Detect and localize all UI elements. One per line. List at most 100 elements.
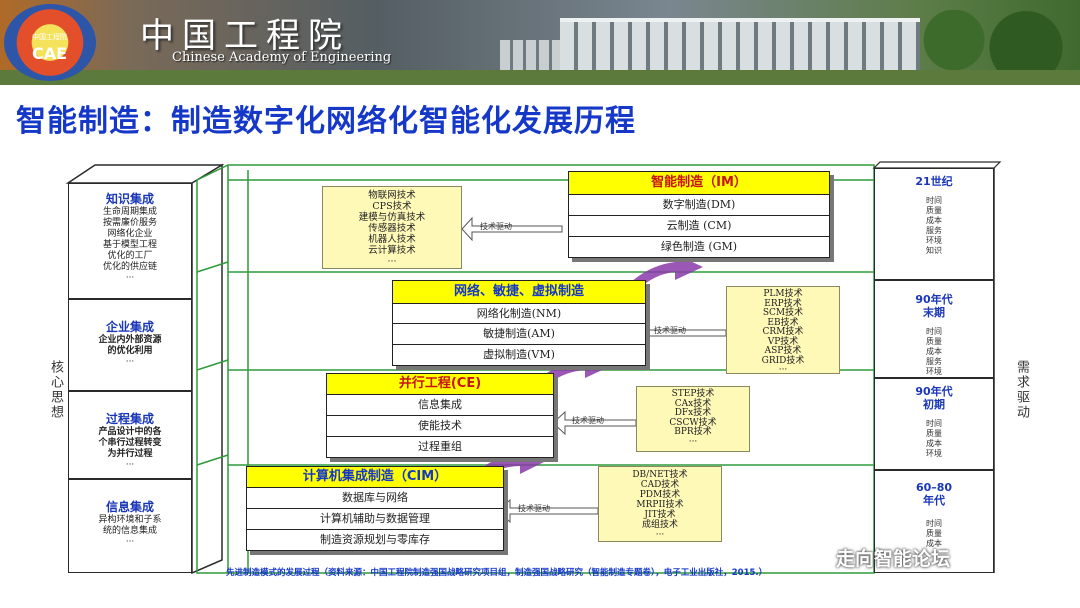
tech-line: GRID技术 <box>761 355 805 366</box>
era-row: 网络化制造(NM) <box>392 304 646 324</box>
tech-line: ··· <box>655 530 665 540</box>
tech-line: JIT技术 <box>644 510 676 520</box>
header-title-en: Chinese Academy of Engineering <box>172 50 392 65</box>
left-block-knowledge: 知识集成 生命周期集成 按需廉价服务 网络化企业 基于模型工程 优化的工厂 优化… <box>68 183 192 299</box>
tech-line: ··· <box>387 256 397 267</box>
right-block-title: 90年代 末期 <box>915 293 953 319</box>
left-block-process: 过程集成 产品设计中的各 个串行过程转变 为并行过程 ··· <box>68 391 192 479</box>
right-block-line: 成本 <box>926 439 942 448</box>
era-cim: 计算机集成制造（CIM） 数据库与网络 计算机辅助与数据管理 制造资源规划与零库… <box>246 466 504 551</box>
era-row: 虚拟制造(VM) <box>392 345 646 366</box>
right-block-line: 质量 <box>926 337 942 346</box>
tech-line: 传感器技术 <box>368 223 416 234</box>
tech-line: CSCW技术 <box>669 417 717 428</box>
left-block-line: 的优化利用 <box>107 346 153 356</box>
right-block-line: 成本 <box>926 539 942 548</box>
tech-line: VP技术 <box>767 336 799 347</box>
tech-box-nav: PLM技术 ERP技术 SCM技术 EB技术 CRM技术 VP技术 ASP技术 … <box>726 286 840 375</box>
tech-line: ··· <box>688 436 698 447</box>
right-block-21c: 21世纪 时间 质量 成本 服务 环境 知识 <box>874 168 994 280</box>
tech-box-im: 物联网技术 CPS技术 建模与仿真技术 传感器技术 机器人技术 云计算技术 ··… <box>322 186 462 269</box>
building-image <box>560 18 920 74</box>
tech-line: 云计算技术 <box>368 245 416 256</box>
tech-line: CPS技术 <box>372 201 412 212</box>
demand-driven-label: 需求驱动 <box>1014 360 1029 420</box>
left-block-line: 企业内外部资源 <box>98 335 162 345</box>
tech-line: ERP技术 <box>764 298 802 309</box>
era-row: 计算机辅助与数据管理 <box>246 509 504 530</box>
right-block-line: 服务 <box>926 226 942 235</box>
era-title: 并行工程(CE) <box>326 373 554 395</box>
left-block-line: ··· <box>125 537 135 547</box>
era-row: 绿色制造 (GM) <box>568 237 830 258</box>
left-block-title: 企业集成 <box>105 320 154 334</box>
right-block-60s80s: 60–80 年代 时间 质量 成本 <box>874 470 994 573</box>
watermark-text: 走向智能论坛 <box>836 548 951 570</box>
left-block-line: 优化的供应链 <box>102 262 157 272</box>
right-block-late90s: 90年代 末期 时间 质量 成本 服务 环境 <box>874 280 994 378</box>
header-banner: 中国工程院 CAE 中国工程院 Chinese Academy of Engin… <box>0 0 1080 85</box>
era-row: 过程重组 <box>326 437 554 458</box>
era-row: 使能技术 <box>326 416 554 437</box>
era-title: 计算机集成制造（CIM） <box>246 466 504 488</box>
left-block-title: 信息集成 <box>105 500 154 514</box>
left-block-title: 过程集成 <box>105 412 154 426</box>
tech-line: DFx技术 <box>674 408 712 418</box>
tech-line: ··· <box>778 365 788 375</box>
right-block-line: 服务 <box>926 357 942 366</box>
ground-image <box>0 70 1080 85</box>
tech-drive-label: 技术驱动 <box>654 326 686 335</box>
left-block-line: ··· <box>125 357 135 367</box>
left-block-line: 网络化企业 <box>107 229 153 239</box>
era-row: 信息集成 <box>326 395 554 416</box>
left-block-information: 信息集成 异构环境和子系 统的信息集成 ··· <box>68 479 192 573</box>
era-network-agile-virtual: 网络、敏捷、虚拟制造 网络化制造(NM) 敏捷制造(AM) 虚拟制造(VM) <box>392 280 646 366</box>
era-row: 敏捷制造(AM) <box>392 324 646 345</box>
right-block-line: 质量 <box>926 429 942 438</box>
tech-line: EB技术 <box>767 317 799 328</box>
tech-line: CAx技术 <box>674 398 712 409</box>
right-block-line: 时间 <box>926 419 942 428</box>
right-block-early90s: 90年代 初期 时间 质量 成本 环境 <box>874 378 994 470</box>
right-block-line: 成本 <box>926 216 942 225</box>
era-row: 制造资源规划与零库存 <box>246 530 504 551</box>
left-block-line: ··· <box>125 273 135 283</box>
right-block-line: 时间 <box>926 519 942 528</box>
left-block-title: 知识集成 <box>105 192 154 206</box>
header-title-cn: 中国工程院 <box>140 16 350 56</box>
era-intelligent-manufacturing: 智能制造（IM） 数字制造(DM) 云制造 (CM) 绿色制造 (GM) <box>568 171 830 258</box>
source-footnote: 先进制造模式的发展过程（资料来源：中国工程院制造强国战略研究项目组，制造强国战略… <box>226 568 768 578</box>
left-block-line: 异构环境和子系 <box>98 515 162 525</box>
era-title: 网络、敏捷、虚拟制造 <box>392 280 646 304</box>
right-block-line: 环境 <box>926 449 942 458</box>
left-block-line: 生命周期集成 <box>102 207 157 217</box>
right-block-line: 知识 <box>926 246 942 255</box>
tech-line: BPR技术 <box>674 427 712 437</box>
tech-line: CRM技术 <box>762 327 804 337</box>
tech-line: STEP技术 <box>671 389 715 399</box>
tech-drive-label: 技术驱动 <box>480 222 512 231</box>
tech-line: 物联网技术 <box>368 190 416 201</box>
left-block-line: 为并行过程 <box>107 449 153 459</box>
tech-drive-label: 技术驱动 <box>572 416 604 425</box>
tech-drive-label: 技术驱动 <box>518 504 550 513</box>
tech-line: PDM技术 <box>639 490 681 500</box>
tech-line: 建模与仿真技术 <box>358 212 426 223</box>
cae-logo: 中国工程院 CAE <box>4 4 96 81</box>
tech-line: PLM技术 <box>763 289 803 299</box>
page-title: 智能制造：制造数字化网络化智能化发展历程 <box>16 104 636 139</box>
tech-box-ce: STEP技术 CAx技术 DFx技术 CSCW技术 BPR技术 ··· <box>636 386 750 452</box>
left-block-line: 按需廉价服务 <box>102 218 157 228</box>
left-block-line: ··· <box>125 460 135 470</box>
era-concurrent-engineering: 并行工程(CE) 信息集成 使能技术 过程重组 <box>326 373 554 458</box>
tech-line: ASP技术 <box>764 346 802 356</box>
left-block-line: 优化的工厂 <box>107 251 153 261</box>
core-idea-label: 核心思想 <box>48 360 63 420</box>
right-block-line: 时间 <box>926 196 942 205</box>
tech-line: CAD技术 <box>640 480 680 490</box>
right-block-line: 质量 <box>926 529 942 538</box>
era-row: 数据库与网络 <box>246 488 504 509</box>
right-block-title: 90年代 初期 <box>915 385 953 411</box>
right-block-line: 环境 <box>926 236 942 245</box>
tech-line: DB/NET技术 <box>632 470 688 480</box>
